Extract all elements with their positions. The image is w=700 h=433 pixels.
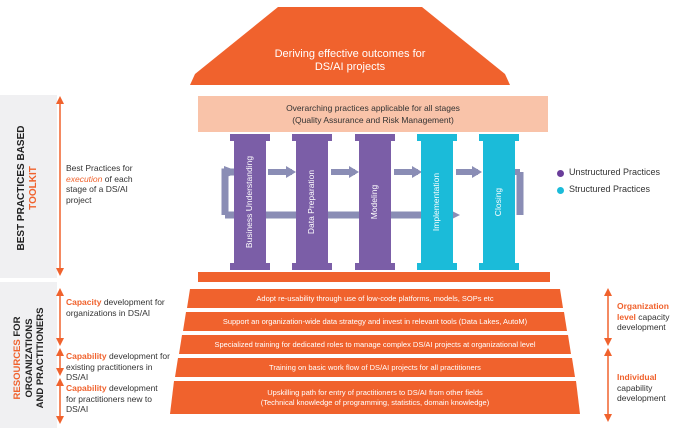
pillar-shapes [230,134,519,270]
roof-title: Deriving effective outcomes for DS/AI pr… [230,48,470,74]
individual-title: Individual [617,372,657,382]
roof-title-line1: Deriving effective outcomes for [274,48,426,60]
legend-unstructured-label: Unstructured Practices [569,167,661,177]
toolkit-description: Best Practices for execution of each sta… [66,163,154,205]
overarching-line2: (Quality Assurance and Risk Management) [292,115,454,125]
individual-text: capability development [617,382,666,404]
capacity-text: development for organizations in DS/AI [66,297,165,318]
org-level-title2: level [617,311,636,322]
pillar-business-understanding: Business Understanding [244,155,254,249]
org-level-title: Organization [617,301,669,311]
roof-shape [195,7,505,74]
sidebar-resources-band [0,282,57,428]
step-upskilling-line1: Upskilling path for entry of practitione… [267,388,483,397]
legend-structured-dot [557,187,564,194]
step-upskilling: Upskilling path for entry of practitione… [174,381,576,414]
capability-new-text: development for practitioners new to DS/… [66,383,158,414]
capability-existing-text: development for existing practitioners i… [66,351,170,382]
capability-existing-description: Capability development for existing prac… [66,351,176,383]
capability-new-description: Capability development for practitioners… [66,383,166,415]
pillar-closing: Closing [493,187,503,217]
capacity-description: Capacity development for organizations i… [66,297,176,318]
legend-unstructured-dot [557,170,564,177]
pillar-data-preparation: Data Preparation [306,169,316,235]
capability-new-title: Capability [66,383,107,393]
toolkit-desc-post: of each stage of a DS/AI project [66,173,133,205]
org-level-text: capacity development [617,311,670,333]
toolkit-desc-emph: execution [66,173,103,184]
overarching-practices-box: Overarching practices applicable for all… [198,96,548,132]
sidebar-toolkit-band [0,95,57,278]
roof-base [190,74,510,85]
step-data-strategy: Support an organization-wide data strate… [222,316,528,326]
roof-title-line2: DS/AI projects [314,61,386,73]
pillar-modeling: Modeling [369,184,379,220]
pillar-implementation: Implementation [431,172,441,232]
step-reusability: Adopt re-usability through use of low-co… [256,293,494,303]
base-shape [198,272,550,282]
individual-description: Individual capability development [617,372,697,404]
org-level-description: Organization level capacity development [617,301,697,333]
capability-existing-title: Capability [66,351,107,361]
step-basic-training: Training on basic work flow of DS/AI pro… [269,362,481,372]
step-specialized-training: Specialized training for dedicated roles… [214,339,536,349]
step-upskilling-line2: (Technical knowledge of programming, sta… [260,397,490,407]
capacity-title: Capacity [66,297,102,307]
overarching-line1: Overarching practices applicable for all… [286,103,460,113]
toolkit-desc-pre: Best Practices for [66,163,133,173]
legend-structured-label: Structured Practices [569,184,651,194]
